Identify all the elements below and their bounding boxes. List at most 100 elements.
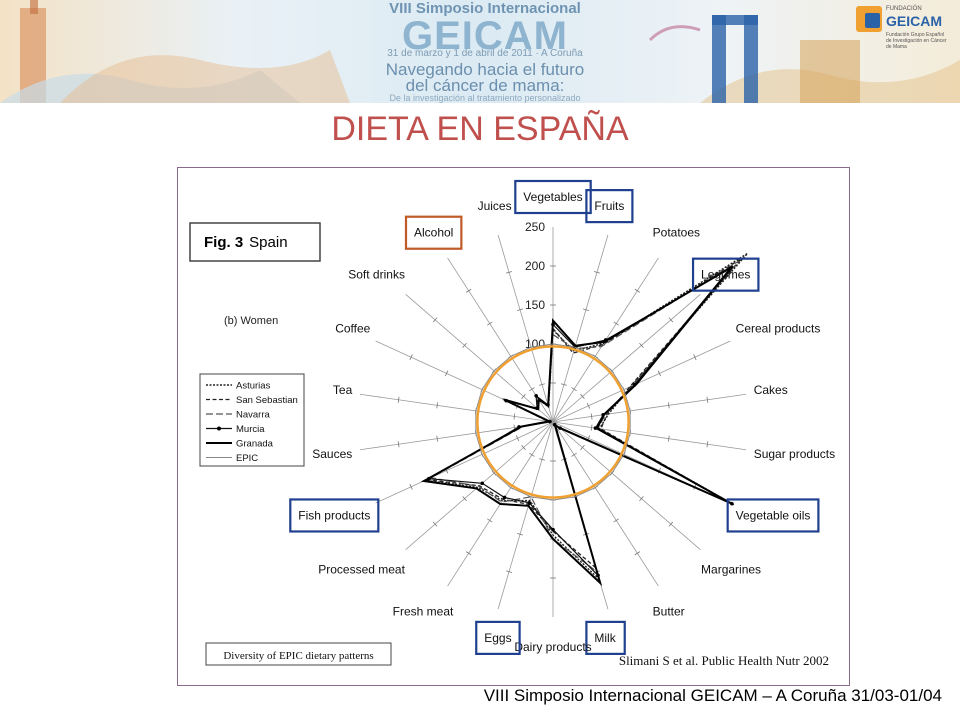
axis-tick bbox=[506, 570, 513, 573]
axis-label-11: Dairy products bbox=[514, 640, 591, 654]
axis-tick bbox=[487, 518, 493, 523]
axis-tick bbox=[706, 441, 709, 448]
highlight-box-milk bbox=[585, 620, 626, 655]
murcia-marker bbox=[480, 481, 485, 486]
geicam-logo: FUNDACIÓN GEICAM Fundación Grupo Español… bbox=[852, 4, 952, 50]
radial-tick-label: 150 bbox=[525, 298, 545, 312]
axis-tick bbox=[539, 383, 546, 386]
highlight-box-fruits bbox=[585, 189, 634, 224]
axis-label-14: Processed meat bbox=[318, 562, 405, 576]
highlight-box-legumes bbox=[691, 257, 760, 292]
axis-label-13: Fresh meat bbox=[393, 604, 454, 618]
banner-decoration bbox=[0, 0, 960, 103]
axis-tick bbox=[571, 387, 577, 392]
axis-tick bbox=[613, 518, 619, 523]
highlight-box-eggs bbox=[475, 620, 521, 655]
axis-label-12: Eggs bbox=[484, 631, 511, 645]
axis-tick bbox=[462, 342, 467, 348]
axis-tick bbox=[693, 354, 697, 361]
fig-label: Fig. 3 bbox=[204, 234, 243, 251]
axis-label-15: Fish products bbox=[298, 508, 370, 522]
axis-tick bbox=[590, 413, 593, 420]
axis-tick bbox=[397, 441, 400, 448]
legend-label-0: Asturias bbox=[236, 381, 271, 392]
series-granada bbox=[420, 265, 734, 587]
axis-tick bbox=[517, 533, 524, 536]
axis-tick bbox=[521, 445, 526, 451]
murcia-marker bbox=[534, 393, 538, 398]
axis-tick bbox=[667, 402, 670, 409]
legend-label-3: Murcia bbox=[236, 424, 265, 435]
highlight-box-vegetables bbox=[514, 179, 592, 215]
radar-chart: 100150200250VegetablesFruitsPotatoesLegu… bbox=[189, 179, 835, 668]
axis-label-2: Potatoes bbox=[653, 226, 700, 240]
legend-box bbox=[199, 373, 305, 467]
series-epic bbox=[475, 343, 631, 501]
axis-label-10: Milk bbox=[594, 631, 616, 645]
radial-tick-label: 200 bbox=[525, 259, 545, 273]
axis-tick bbox=[436, 435, 439, 442]
highlight-box-alcohol bbox=[404, 215, 463, 250]
banner-line-1: VIII Simposio Internacional bbox=[389, 0, 581, 17]
axis-spoke-19 bbox=[405, 293, 554, 423]
axis-spoke-6 bbox=[552, 421, 747, 451]
axis-label-0: Vegetables bbox=[523, 190, 582, 204]
axis-tick bbox=[529, 452, 535, 457]
banner-line-4: del cáncer de mama: bbox=[405, 76, 565, 95]
axis-tick bbox=[613, 321, 619, 326]
axis-tick bbox=[529, 387, 535, 392]
logo-name: GEICAM bbox=[886, 13, 942, 29]
legend-label-2: Navarra bbox=[236, 410, 271, 421]
murcia-marker bbox=[551, 527, 555, 532]
radial-tick-label: 250 bbox=[525, 220, 545, 234]
highlight-box-fish-products bbox=[289, 498, 380, 533]
axis-label-21: Juices bbox=[478, 199, 512, 213]
axis-spoke-3 bbox=[552, 293, 701, 423]
axis-spoke-12 bbox=[497, 421, 554, 610]
axis-tick bbox=[465, 288, 472, 293]
caption-text: Diversity of EPIC dietary patterns bbox=[223, 650, 373, 662]
axis-spoke-9 bbox=[552, 421, 659, 587]
axis-tick bbox=[487, 321, 493, 326]
axis-tick bbox=[432, 521, 438, 527]
axis-tick bbox=[515, 435, 520, 442]
axis-tick bbox=[639, 342, 644, 348]
axis-tick bbox=[560, 383, 567, 386]
axis-tick bbox=[590, 424, 593, 431]
axis-label-7: Vegetable oils bbox=[736, 508, 811, 522]
banner-line-3: Navegando hacia el futuro bbox=[385, 60, 585, 79]
caption-box bbox=[205, 642, 392, 666]
axis-tick bbox=[580, 393, 585, 399]
series-asturias bbox=[423, 252, 749, 582]
axis-tick bbox=[462, 496, 467, 502]
fig-label-box bbox=[189, 222, 321, 262]
axis-tick bbox=[586, 402, 591, 409]
axis-tick bbox=[639, 496, 644, 502]
axis-spoke-8 bbox=[552, 421, 701, 551]
axis-tick bbox=[580, 445, 585, 451]
axis-spoke-5 bbox=[552, 393, 747, 423]
axis-tick bbox=[667, 435, 670, 442]
axis-label-8: Margarines bbox=[701, 562, 761, 576]
axis-tick bbox=[539, 458, 546, 461]
axis-label-5: Cakes bbox=[754, 383, 788, 397]
banner-line-5: De la investigación al tratamiento perso… bbox=[389, 93, 581, 103]
axis-tick bbox=[593, 271, 600, 274]
axis-label-20: Alcohol bbox=[414, 226, 453, 240]
axis-spoke-17 bbox=[359, 393, 554, 423]
axis-tick bbox=[444, 370, 449, 377]
axis-tick bbox=[634, 551, 641, 556]
axis-label-16: Sauces bbox=[312, 447, 352, 461]
axis-tick bbox=[706, 396, 709, 403]
chart-subtitle: (b) Women bbox=[224, 315, 278, 327]
axis-label-1: Fruits bbox=[594, 199, 624, 213]
axis-tick bbox=[506, 271, 513, 274]
axis-tick bbox=[521, 393, 526, 399]
axis-tick bbox=[634, 288, 641, 293]
axis-label-4: Cereal products bbox=[736, 322, 821, 336]
series-san-sebastian bbox=[424, 257, 743, 570]
citation-text: Slimani S et al. Public Health Nutr 2002 bbox=[619, 653, 829, 668]
axis-tick bbox=[465, 551, 472, 556]
fig-country: Spain bbox=[249, 234, 287, 251]
